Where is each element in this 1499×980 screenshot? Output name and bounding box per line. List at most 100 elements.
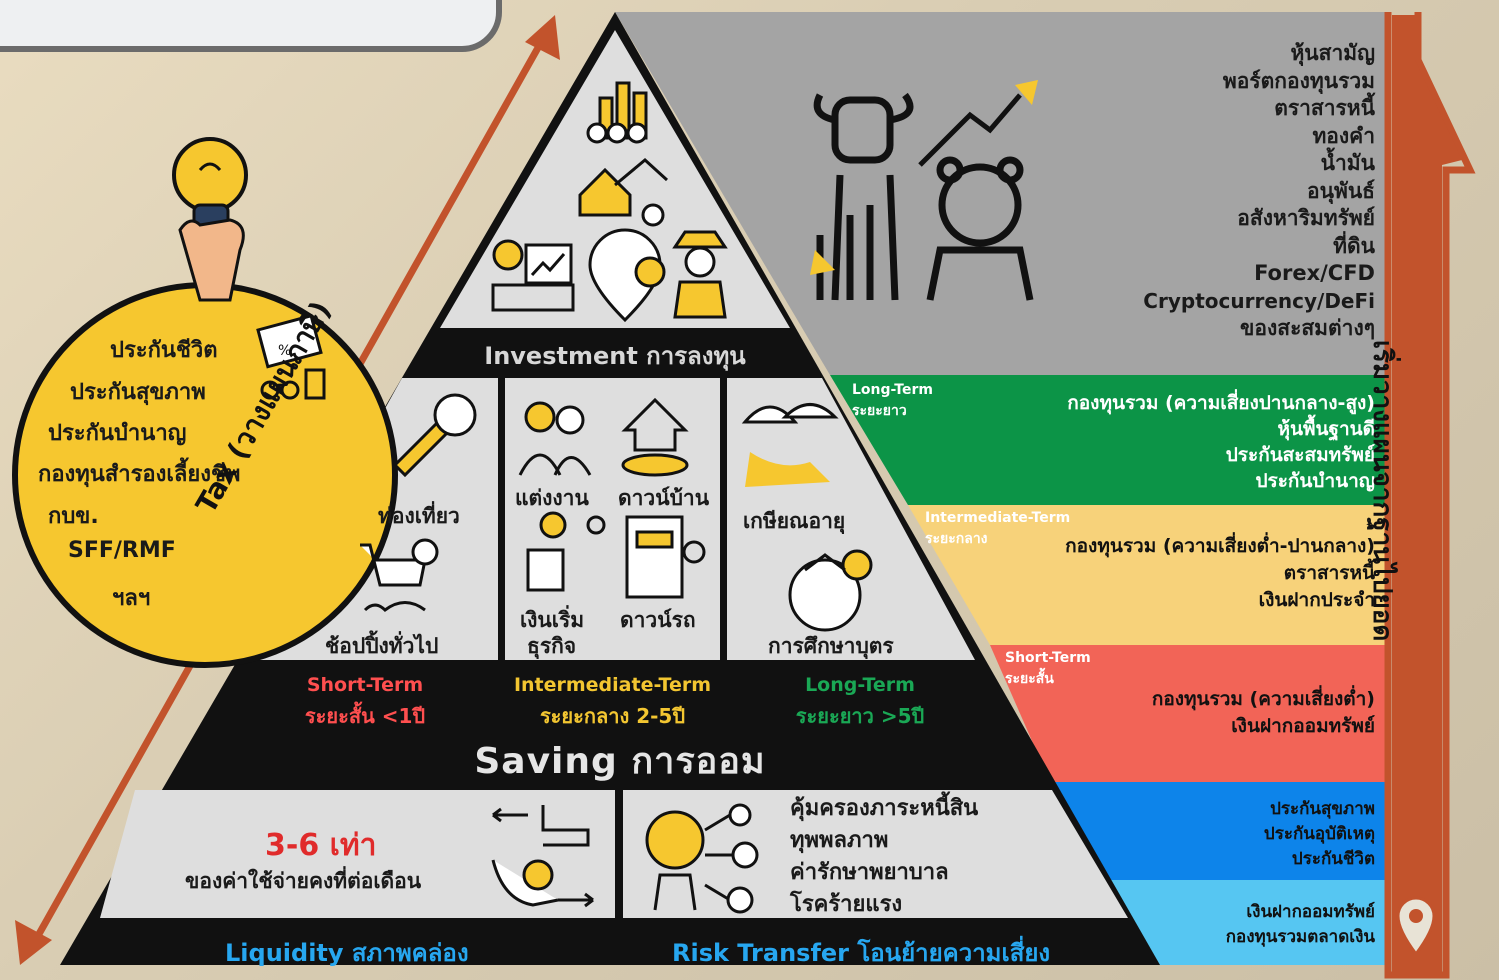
band-liquid-item: เงินฝากออมทรัพย์ bbox=[1246, 902, 1375, 922]
asset-item: หุ้นสามัญ bbox=[1290, 41, 1375, 65]
investment-assets-band bbox=[615, 12, 1388, 375]
business-startup-icon bbox=[526, 511, 606, 592]
band-long-item: ประกันบำนาญ bbox=[1255, 470, 1375, 492]
top-left-panel bbox=[0, 0, 502, 52]
band-short-title: Short-Term bbox=[1005, 650, 1091, 666]
tax-item-3: ประกันบำนาญ bbox=[48, 421, 187, 446]
risk-panel bbox=[623, 790, 1128, 918]
band-long-sub: ระยะยาว bbox=[852, 403, 907, 419]
asset-item: Forex/CFD bbox=[1254, 261, 1375, 285]
goal-travel: ท่องเที่ยว bbox=[378, 504, 460, 528]
liquidity-label: Liquidity สภาพคล่อง bbox=[225, 939, 469, 967]
term-short-name: Short-Term bbox=[306, 674, 424, 696]
asset-item: ทองคำ bbox=[1312, 123, 1375, 148]
band-mid-sub: ระยะกลาง bbox=[925, 531, 988, 547]
asset-item: ตราสารหนี้ bbox=[1274, 96, 1375, 120]
band-long-item: กองทุนรวม (ความเสี่ยงปานกลาง-สูง) bbox=[1067, 392, 1375, 414]
band-liquid-item: กองทุนรวมตลาดเงิน bbox=[1225, 927, 1375, 947]
risk-label: Risk Transfer โอนย้ายความเสี่ยง bbox=[672, 939, 1051, 967]
band-long-item: ประกันสะสมทรัพย์ bbox=[1225, 444, 1375, 466]
risk-item: คุ้มครองภาระหนี้สิน bbox=[790, 796, 979, 821]
risk-item: ค่ารักษาพยาบาล bbox=[790, 860, 949, 885]
band-liquid-list: เงินฝากออมทรัพย์ กองทุนรวมตลาดเงิน bbox=[1100, 900, 1375, 950]
intermediate-term-band bbox=[908, 505, 1388, 645]
band-insurance-item: ประกันอุบัติเหตุ bbox=[1263, 824, 1375, 844]
person-insurance-icon bbox=[645, 803, 759, 914]
band-mid-item: ตราสารหนี้ bbox=[1283, 562, 1375, 584]
liquidity-panel bbox=[100, 790, 615, 918]
term-short-desc: ระยะสั้น <1ปี bbox=[304, 704, 426, 728]
tax-item-4: กองทุนสำรองเลี้ยงชีพ bbox=[38, 462, 241, 487]
liquidity-multiple: 3-6 เท่า bbox=[265, 828, 377, 863]
band-short-item: กองทุนรวม (ความเสี่ยงต่ำ) bbox=[1151, 688, 1375, 710]
car-loan-document-icon bbox=[625, 515, 706, 599]
long-term-band bbox=[830, 375, 1388, 505]
band-insurance-item: ประกันสุขภาพ bbox=[1270, 799, 1375, 819]
farmer-icon bbox=[672, 230, 728, 319]
risk-item: ทุพพลภาพ bbox=[790, 828, 889, 853]
tax-item-1: ประกันชีวิต bbox=[110, 338, 218, 363]
band-long-item: หุ้นพื้นฐานดี bbox=[1277, 418, 1375, 440]
goal-retire: เกษียณอายุ bbox=[743, 509, 846, 533]
asset-item: พอร์ตกองทุนรวม bbox=[1222, 68, 1375, 93]
asset-item: อนุพันธ์ bbox=[1307, 178, 1375, 203]
investment-label: Investment การลงทุน bbox=[484, 342, 746, 370]
goal-house: ดาวน์บ้าน bbox=[618, 486, 710, 510]
liquid-band bbox=[1105, 880, 1388, 965]
asset-item: อสังหาริมทรัพย์ bbox=[1237, 206, 1375, 230]
band-mid-item: เงินฝากประจำ bbox=[1258, 589, 1375, 611]
asset-item: ที่ดิน bbox=[1333, 233, 1375, 258]
location-pin-icon bbox=[1396, 896, 1436, 957]
band-mid-list: กองทุนรวม (ความเสี่ยงต่ำ-ปานกลาง) ตราสาร… bbox=[1000, 533, 1375, 614]
band-insurance-item: ประกันชีวิต bbox=[1291, 849, 1375, 869]
band-short-sub: ระยะสั้น bbox=[1005, 671, 1054, 687]
tax-item-5: กบข. bbox=[48, 504, 99, 529]
coupon-scissors-coins-icon: % bbox=[256, 313, 326, 400]
house-bitcoin-icon bbox=[621, 397, 689, 477]
asset-item: น้ำมัน bbox=[1320, 151, 1375, 175]
asset-item: ของสะสมต่างๆ bbox=[1240, 316, 1375, 340]
band-long-title: Long-Term bbox=[852, 382, 933, 398]
term-long-name: Long-Term bbox=[805, 674, 915, 696]
side-arrow-border bbox=[1384, 12, 1476, 979]
insurance-band bbox=[1050, 782, 1388, 880]
band-short-item: เงินฝากออมทรัพย์ bbox=[1231, 715, 1375, 737]
short-term-band bbox=[990, 645, 1388, 782]
crypto-location-icon bbox=[588, 228, 666, 323]
investment-assets-list: หุ้นสามัญ พอร์ตกองทุนรวม ตราสารหนี้ ทองค… bbox=[1100, 40, 1375, 343]
term-mid-name: Intermediate-Term bbox=[513, 674, 712, 696]
risk-items: คุ้มครองภาระหนี้สิน ทุพพลภาพ ค่ารักษาพยา… bbox=[790, 793, 978, 921]
svg-text:%: % bbox=[278, 343, 291, 359]
liquidity-desc: ของค่าใช้จ่ายคงที่ต่อเดือน bbox=[185, 869, 422, 893]
beach-umbrella-icon bbox=[741, 403, 839, 487]
shopping-cart-icon bbox=[360, 538, 439, 612]
saving-label: Saving การออม bbox=[474, 741, 766, 782]
wedding-couple-icon bbox=[518, 401, 592, 476]
graduate-savings-icon bbox=[788, 549, 873, 632]
band-mid-item: กองทุนรวม (ความเสี่ยงต่ำ-ปานกลาง) bbox=[1065, 535, 1375, 557]
goal-shopping: ช้อปปิ้งทั่วไป bbox=[325, 634, 439, 658]
band-mid-title: Intermediate-Term bbox=[925, 510, 1071, 526]
tax-item-2: ประกันสุขภาพ bbox=[70, 380, 206, 405]
goal-business-1: เงินเริ่ม bbox=[520, 608, 585, 632]
diagonal-arrow-head-bottom bbox=[15, 920, 52, 965]
diagonal-arrow-head-top bbox=[525, 15, 560, 60]
bull-bear-market-icon bbox=[810, 80, 1038, 301]
bar-chart-coins-icon bbox=[586, 81, 648, 144]
goal-business-2: ธุรกิจ bbox=[527, 634, 577, 658]
term-mid-desc: ระยะกลาง 2-5ปี bbox=[539, 704, 686, 728]
band-long-list: กองทุนรวม (ความเสี่ยงปานกลาง-สูง) หุ้นพื… bbox=[1000, 390, 1375, 494]
goal-car: ดาวน์รถ bbox=[620, 608, 696, 632]
tax-item-6: SFF/RMF bbox=[68, 538, 176, 563]
goal-wedding: แต่งงาน bbox=[515, 486, 589, 510]
airplane-globe-icon bbox=[392, 393, 477, 478]
house-price-up-icon bbox=[578, 158, 669, 227]
band-insurance-list: ประกันสุขภาพ ประกันอุบัติเหตุ ประกันชีวิ… bbox=[1100, 797, 1375, 872]
hand-holding-lightbulb-icon bbox=[172, 137, 248, 302]
side-label: เริ่มวางแผนจากฐานไปยอด bbox=[1367, 340, 1397, 642]
term-long-desc: ระยะยาว >5ปี bbox=[795, 704, 925, 728]
faucet-money-icon bbox=[491, 805, 594, 908]
asset-item: Cryptocurrency/DeFi bbox=[1143, 288, 1375, 313]
